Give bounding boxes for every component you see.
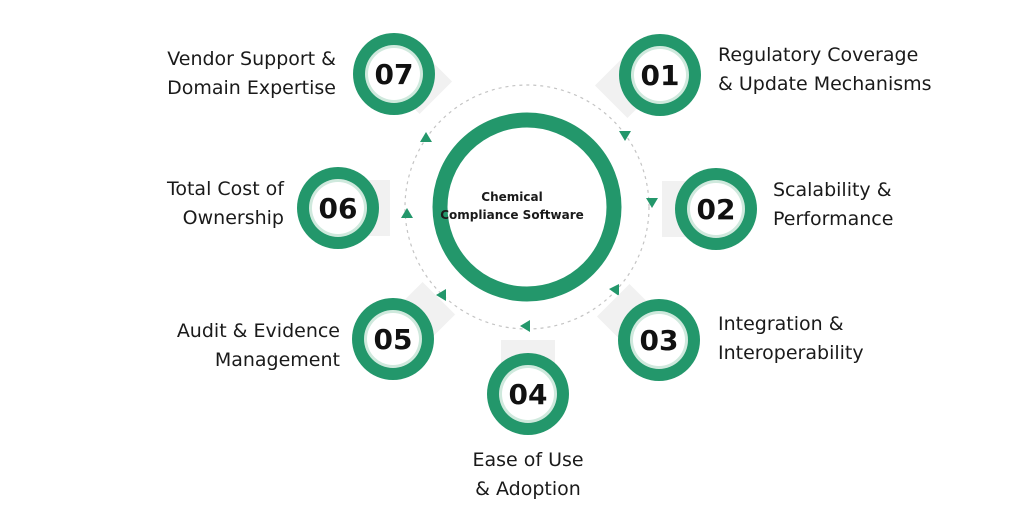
step-label-02-line2: Performance: [773, 208, 894, 230]
step-label-01-line1: Regulatory Coverage: [718, 44, 919, 66]
step-label-05-line1: Audit & Evidence: [176, 320, 340, 342]
step-label-03: Integration & Interoperability: [718, 310, 864, 368]
step-node-06: 06: [297, 167, 390, 249]
step-label-04-line1: Ease of Use: [472, 449, 584, 471]
step-number-05: 05: [374, 323, 413, 356]
center-ring: [432, 112, 622, 302]
step-node-01: 01: [594, 34, 701, 119]
arrow-icon: [436, 289, 446, 301]
step-label-05: Audit & Evidence Management: [110, 317, 340, 375]
arrow-icon: [609, 284, 619, 296]
arrow-icon: [520, 320, 530, 332]
step-node-02: 02: [662, 168, 757, 250]
arrow-icon: [619, 131, 631, 141]
step-label-04-line2: & Adoption: [475, 478, 581, 500]
step-label-05-line2: Management: [214, 349, 340, 371]
step-node-04: 04: [487, 340, 569, 435]
step-label-06-line2: Ownership: [182, 207, 284, 229]
step-label-03-line1: Integration &: [718, 313, 844, 335]
step-label-06: Total Cost of Ownership: [80, 175, 284, 233]
arrow-icon: [420, 132, 432, 142]
step-label-02: Scalability & Performance: [773, 176, 893, 234]
step-number-07: 07: [375, 58, 414, 91]
step-node-07: 07: [353, 33, 453, 115]
step-node-05: 05: [352, 281, 456, 380]
step-label-02-line1: Scalability &: [773, 179, 892, 201]
arrow-icon: [646, 198, 658, 208]
step-label-07-line2: Domain Expertise: [167, 77, 336, 99]
step-number-04: 04: [509, 378, 548, 411]
step-label-07: Vendor Support & Domain Expertise: [100, 45, 336, 103]
step-label-06-line1: Total Cost of: [166, 178, 284, 200]
step-label-03-line2: Interoperability: [718, 342, 864, 364]
step-number-02: 02: [697, 193, 736, 226]
step-label-01-line2: & Update Mechanisms: [718, 73, 932, 95]
center-title-line1: Chemical: [481, 190, 543, 204]
step-label-07-line1: Vendor Support &: [167, 48, 336, 70]
center-title: Chemical Compliance Software: [432, 188, 592, 224]
step-number-01: 01: [641, 59, 680, 92]
center-title-line2: Compliance Software: [440, 208, 584, 222]
step-label-01: Regulatory Coverage & Update Mechanisms: [718, 41, 932, 99]
step-number-03: 03: [640, 324, 679, 357]
arrow-icon: [401, 208, 413, 218]
step-number-06: 06: [319, 192, 358, 225]
step-label-04: Ease of Use & Adoption: [428, 446, 628, 504]
step-node-03: 03: [596, 283, 700, 381]
